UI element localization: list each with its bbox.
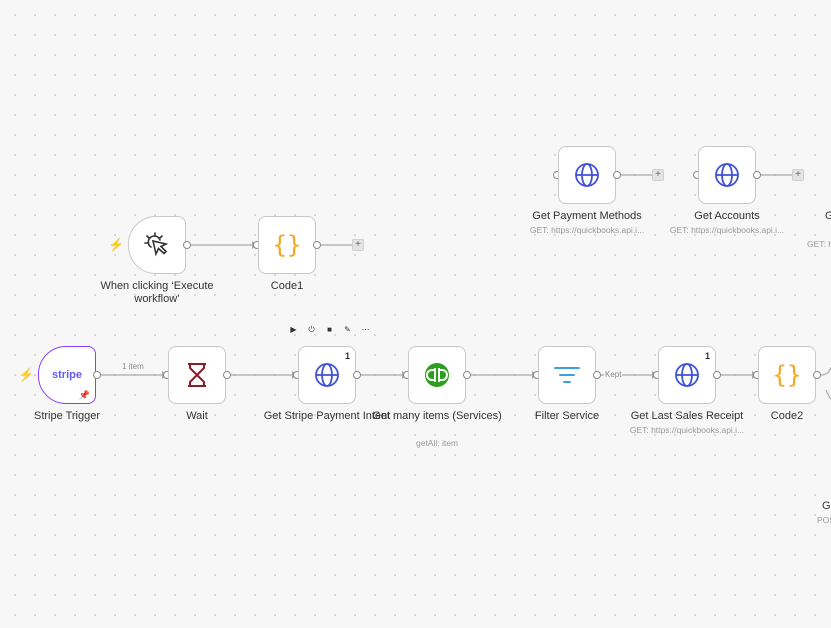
globe-icon [675,363,699,387]
node-label: Get Payment Methods [532,210,642,222]
trigger-bolt-icon: ⚡ [18,367,35,382]
output-handle[interactable] [313,241,321,249]
node-label: Get Last Sales Receipt [630,410,744,422]
trash-icon[interactable]: ■ [327,325,332,334]
output-handle[interactable] [93,371,101,379]
code-braces-icon: {} [272,231,302,259]
node-label: Get many items (Services) [372,410,502,422]
output-handle[interactable] [183,241,191,249]
node-label-partial: G [825,210,831,222]
output-handle[interactable] [353,371,361,379]
quickbooks-icon [425,363,449,387]
node-label-partial: G [822,500,831,512]
node-subtitle: getAll: item [415,438,459,448]
node-filter-service[interactable] [538,346,596,404]
node-toolbar: ▶ ⏻ ■ ✎ ⋯ [289,325,370,335]
node-stripe-trigger[interactable]: stripe 📌 [38,346,96,404]
add-node-button[interactable]: + [352,239,364,251]
code-braces-icon: {} [772,361,802,389]
pin-icon: 📌 [78,390,90,400]
node-label: Get Accounts [694,210,760,222]
node-label: Wait [186,410,208,422]
run-count-badge: 1 [704,351,710,361]
node-label: Stripe Trigger [33,410,101,422]
hourglass-icon [188,363,206,387]
node-wait[interactable] [168,346,226,404]
output-handle[interactable] [593,371,601,379]
node-when-clicking-execute[interactable] [128,216,186,274]
edge-kept-label: Kept [604,370,623,379]
node-label: Get Stripe Payment Intent [263,410,391,422]
node-subtitle: GET: https://quickbooks.api.i... [629,425,745,435]
sticky-note-icon[interactable]: ✎ [344,325,351,334]
globe-icon [315,363,339,387]
trigger-bolt-icon: ⚡ [108,237,125,252]
edge-item-count: 1 item [121,362,145,371]
add-node-button[interactable]: + [652,169,664,181]
node-code1[interactable]: {} [258,216,316,274]
output-handle[interactable] [713,371,721,379]
run-count-badge: 1 [344,351,350,361]
node-label: Filter Service [534,410,600,422]
node-get-last-sales-receipt[interactable]: 1 [658,346,716,404]
add-node-button[interactable]: + [792,169,804,181]
globe-icon [715,163,739,187]
output-handle[interactable] [753,171,761,179]
node-label: Code2 [770,410,804,422]
node-subtitle: GET: https://quickbooks.api.i... [669,225,785,235]
globe-icon [575,163,599,187]
node-get-payment-methods[interactable] [558,146,616,204]
node-label: Code1 [270,280,304,292]
node-subtitle-partial: GET: h [807,239,831,249]
node-get-stripe-payment-intent[interactable]: 1 [298,346,356,404]
node-code2[interactable]: {} [758,346,816,404]
output-handle[interactable] [613,171,621,179]
more-icon[interactable]: ⋯ [361,325,370,334]
node-label: When clicking ‘Execute workflow’ [100,280,214,305]
cursor-click-icon [144,232,169,257]
node-get-accounts[interactable] [698,146,756,204]
stripe-logo: stripe [52,369,82,381]
node-subtitle-partial: POS [817,515,831,525]
node-subtitle: GET: https://quickbooks.api.i... [529,225,645,235]
output-handle[interactable] [223,371,231,379]
power-icon[interactable]: ⏻ [308,325,315,334]
play-icon[interactable]: ▶ [290,325,297,334]
filter-icon [554,367,580,383]
output-handle[interactable] [813,371,821,379]
node-get-many-items[interactable] [408,346,466,404]
output-handle[interactable] [463,371,471,379]
